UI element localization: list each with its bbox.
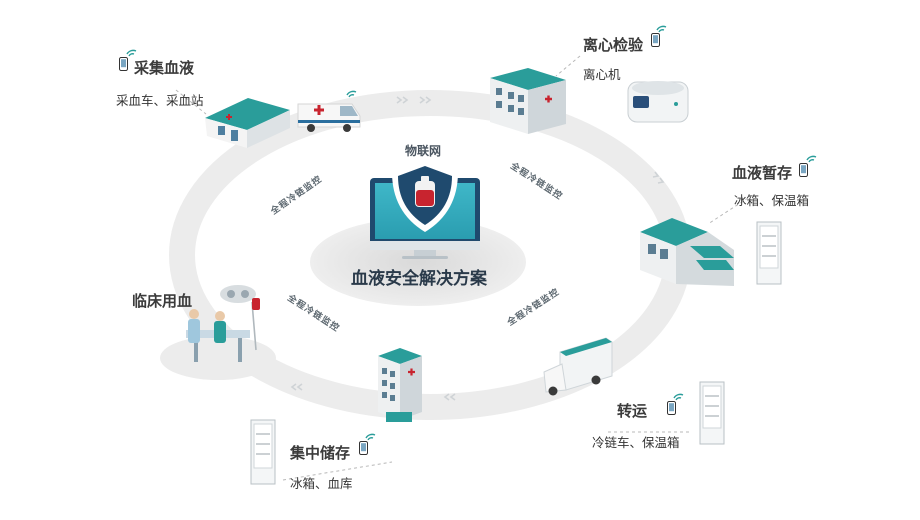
- fridge-icon: [251, 420, 275, 484]
- wifi-icon: [365, 433, 377, 443]
- clinical-title: 临床用血: [132, 290, 192, 311]
- centrifuge-icon: [628, 81, 688, 122]
- phone-icon: [119, 57, 128, 71]
- central-storage-subtitle: 冰箱、血库: [290, 473, 353, 492]
- collection-subtitle: 采血车、采血站: [116, 90, 204, 109]
- central-storage-title: 集中储存: [290, 442, 350, 463]
- wifi-icon: [806, 155, 818, 165]
- fridge-icon: [757, 222, 781, 284]
- wifi-icon: [656, 25, 668, 35]
- collection-title: 采集血液: [134, 57, 194, 78]
- wifi-icon: [346, 90, 358, 100]
- temp-storage-subtitle: 冰箱、保温箱: [734, 190, 809, 209]
- phone-icon: [667, 401, 676, 415]
- testing-title: 离心检验: [583, 34, 643, 55]
- wifi-icon: [673, 393, 685, 403]
- lab-building-icon: [490, 68, 566, 134]
- hospital-tower-icon: [378, 348, 422, 422]
- phone-icon: [359, 441, 368, 455]
- phone-icon: [799, 163, 808, 177]
- phone-icon: [651, 33, 660, 47]
- iot-label: 物联网: [405, 142, 441, 159]
- fridge-icon: [700, 382, 724, 444]
- temp-storage-title: 血液暂存: [732, 162, 792, 183]
- warehouse-icon: [640, 218, 734, 286]
- transport-subtitle: 冷链车、保温箱: [592, 432, 680, 451]
- testing-subtitle: 离心机: [583, 64, 621, 83]
- center-title: 血液安全解决方案: [351, 264, 487, 289]
- transport-title: 转运: [617, 400, 647, 421]
